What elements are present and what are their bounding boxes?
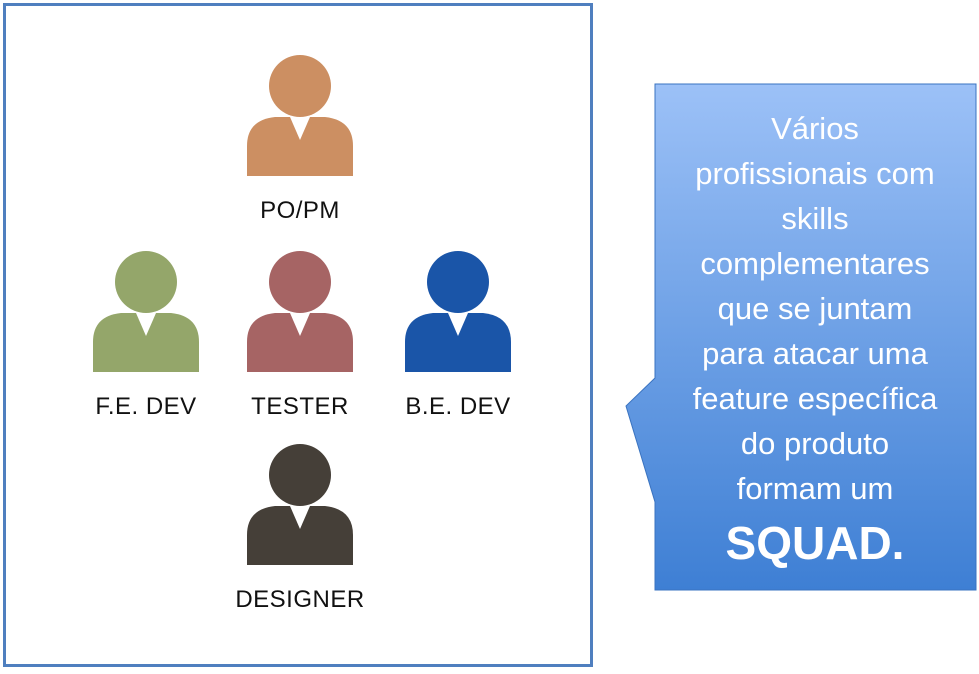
callout-line: que se juntam: [717, 291, 913, 326]
callout-line: skills: [781, 201, 849, 236]
person-icon: [93, 251, 199, 372]
person-fe-dev: F.E. DEV: [76, 250, 216, 421]
person-icon: [247, 444, 353, 565]
person-icon: [247, 251, 353, 372]
role-label: PO/PM: [260, 197, 340, 224]
person-body: [405, 313, 511, 372]
person-head: [269, 251, 331, 313]
person-icon: [247, 55, 353, 176]
person-body: [247, 313, 353, 372]
person-collar: [290, 313, 310, 336]
callout-line: formam um: [736, 471, 894, 506]
person-collar: [448, 313, 468, 336]
person-body: [247, 506, 353, 565]
role-label: F.E. DEV: [95, 393, 197, 420]
person-collar: [136, 313, 156, 336]
person-po-pm: PO/PM: [230, 54, 370, 225]
role-label: B.E. DEV: [405, 393, 511, 420]
callout-line: profissionais com: [695, 156, 935, 191]
person-tester: TESTER: [230, 250, 370, 421]
person-body: [93, 313, 199, 372]
callout-line: complementares: [700, 246, 930, 281]
person-head: [427, 251, 489, 313]
squad-emphasis: SQUAD.: [725, 517, 905, 569]
person-head: [269, 444, 331, 506]
person-be-dev: B.E. DEV: [388, 250, 528, 421]
person-head: [115, 251, 177, 313]
callout-line: do produto: [740, 426, 890, 461]
callout-shape: [625, 83, 977, 591]
person-collar: [290, 117, 310, 140]
role-label: DESIGNER: [235, 586, 365, 613]
callout-line: para atacar uma: [702, 336, 928, 371]
callout-text: Vários profissionais com skills compleme…: [660, 106, 970, 573]
person-designer: DESIGNER: [230, 443, 370, 614]
person-collar: [290, 506, 310, 529]
person-icon: [405, 251, 511, 372]
person-head: [269, 55, 331, 117]
callout-line: feature específica: [692, 381, 938, 416]
person-body: [247, 117, 353, 176]
callout-line: Vários: [771, 111, 859, 146]
role-label: TESTER: [251, 393, 349, 420]
